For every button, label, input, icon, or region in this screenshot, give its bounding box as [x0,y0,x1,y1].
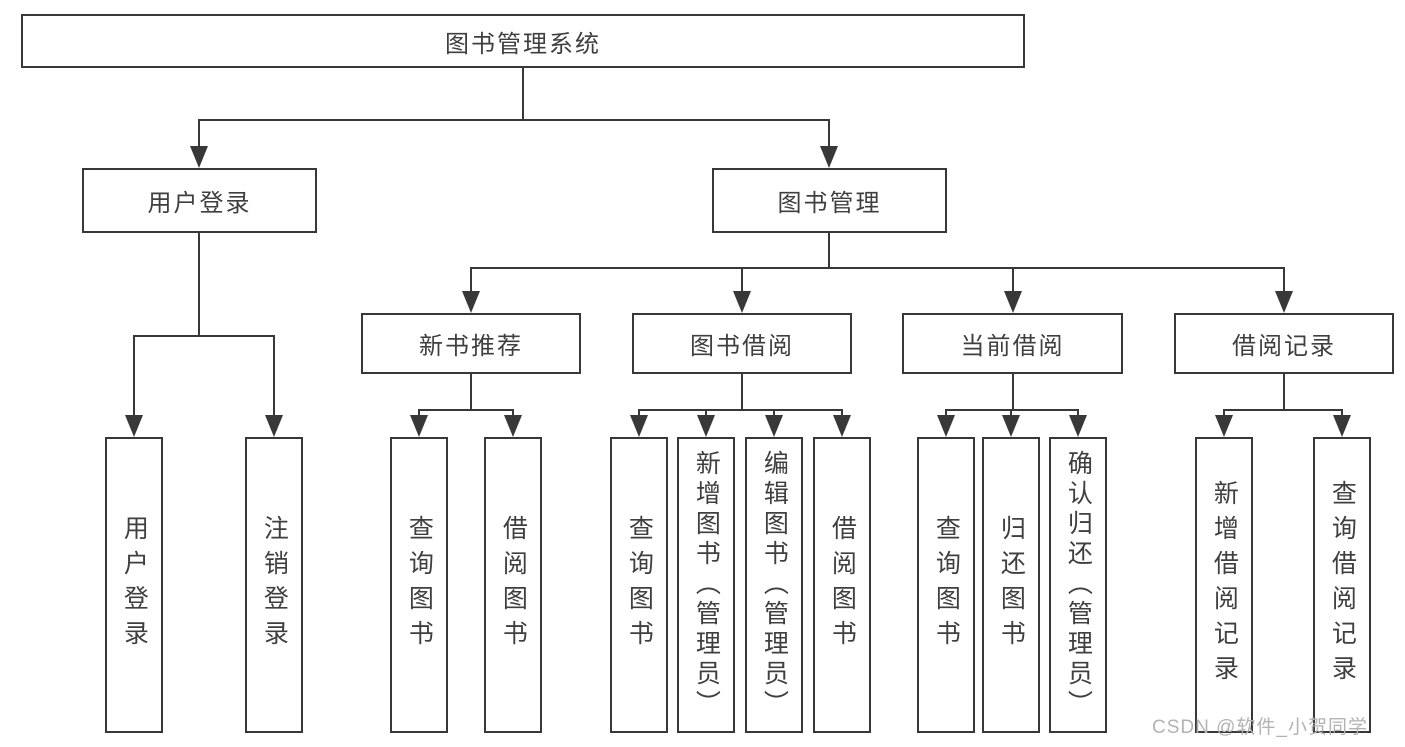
leaf-label: 编辑图书（管理员） [760,450,789,720]
arrow-down-icon [190,146,208,168]
arrow-down-icon [125,415,143,437]
connector-line [198,119,830,121]
connector-line [1223,409,1343,411]
leaf-label: 注销登录 [260,515,289,655]
connector-line [638,409,843,411]
arrow-down-icon [462,291,480,313]
connector-line [741,374,743,411]
leaf-user-login: 用户登录 [105,437,163,733]
connector-line [418,409,514,411]
arrow-down-icon [697,415,715,437]
connector-line [841,409,843,417]
arrow-down-icon [937,415,955,437]
connector-line [741,267,743,293]
node-user-login: 用户登录 [82,168,317,233]
arrow-down-icon [1333,415,1351,437]
arrow-down-icon [1069,415,1087,437]
arrow-down-icon [765,415,783,437]
leaf-confirm-return-admin: 确认归还（管理员） [1049,437,1107,733]
connector-line [945,409,947,417]
leaf-borrow-books-recommend: 借阅图书 [484,437,542,733]
leaf-label: 借阅图书 [499,515,528,655]
arrow-down-icon [504,415,522,437]
arrow-down-icon [1004,291,1022,313]
leaf-borrow-books: 借阅图书 [813,437,871,733]
node-new-book-recommend: 新书推荐 [361,313,581,374]
node-borrow-records: 借阅记录 [1174,313,1394,374]
leaf-return-books: 归还图书 [982,437,1040,733]
leaf-label: 归还图书 [997,515,1026,655]
leaf-query-books-recommend: 查询图书 [390,437,448,733]
connector-line [945,409,1079,411]
connector-line [470,267,472,293]
leaf-label: 用户登录 [120,515,149,655]
csdn-watermark: CSDN @软件_小贺同学 [1152,717,1368,738]
connector-line [1010,409,1012,417]
connector-line [133,335,135,417]
node-book-borrow: 图书借阅 [632,313,852,374]
leaf-label: 借阅图书 [828,515,857,655]
arrow-down-icon [820,146,838,168]
connector-line [1012,267,1014,293]
connector-line [512,409,514,417]
connector-line [1077,409,1079,417]
connector-line [1283,267,1285,293]
connector-line [1223,409,1225,417]
node-current-borrow: 当前借阅 [902,313,1123,374]
leaf-add-borrow-record: 新增借阅记录 [1195,437,1253,733]
connector-line [828,119,830,148]
leaf-add-books-admin: 新增图书（管理员） [677,437,735,733]
node-root: 图书管理系统 [21,14,1025,68]
arrow-down-icon [1002,415,1020,437]
connector-line [705,409,707,417]
leaf-label: 新增图书（管理员） [692,450,721,720]
connector-line [522,68,524,121]
connector-line [1283,374,1285,411]
leaf-label: 查询借阅记录 [1328,480,1357,690]
arrow-down-icon [733,291,751,313]
arrow-down-icon [1215,415,1233,437]
connector-line [470,374,472,411]
connector-line [470,267,1285,269]
leaf-query-books-current: 查询图书 [917,437,975,733]
leaf-label: 查询图书 [625,515,654,655]
leaf-query-borrow-record: 查询借阅记录 [1313,437,1371,733]
connector-line [418,409,420,417]
arrow-down-icon [1275,291,1293,313]
connector-line [638,409,640,417]
connector-line [1341,409,1343,417]
connector-line [198,233,200,337]
leaf-label: 确认归还（管理员） [1064,450,1093,720]
arrow-down-icon [833,415,851,437]
arrow-down-icon [265,415,283,437]
leaf-label: 查询图书 [932,515,961,655]
connector-line [828,233,830,269]
leaf-query-books-borrow: 查询图书 [610,437,668,733]
node-book-management: 图书管理 [712,168,947,233]
connector-line [133,335,275,337]
connector-line [1012,374,1014,411]
connector-line [773,409,775,417]
connector-line [198,119,200,148]
connector-line [273,335,275,417]
leaf-label: 查询图书 [405,515,434,655]
arrow-down-icon [410,415,428,437]
leaf-logout: 注销登录 [245,437,303,733]
leaf-edit-books-admin: 编辑图书（管理员） [745,437,803,733]
arrow-down-icon [630,415,648,437]
leaf-label: 新增借阅记录 [1210,480,1239,690]
